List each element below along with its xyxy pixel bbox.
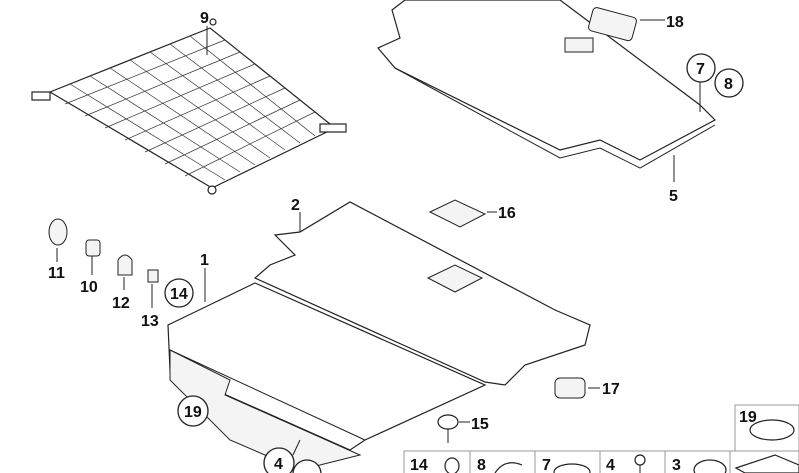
- callout-4: 4: [274, 456, 283, 473]
- callout-circle-8: [714, 68, 744, 98]
- callout-2: 2: [291, 197, 300, 214]
- luggage-cover[interactable]: [377, 0, 716, 169]
- callout-11: 11: [48, 265, 65, 282]
- cargo-net[interactable]: [31, 18, 347, 195]
- handle-16[interactable]: [428, 199, 487, 228]
- callout-circle-4: [263, 447, 295, 473]
- cell-label: 14: [410, 457, 428, 473]
- callout-9: 9: [200, 10, 209, 27]
- callout-14: 14: [170, 286, 188, 303]
- callout-circle-14: [164, 278, 194, 308]
- cell-label: 4: [606, 457, 615, 473]
- handle-17[interactable]: [554, 377, 586, 399]
- clip-12[interactable]: [117, 254, 133, 276]
- callout-10: 10: [80, 279, 98, 296]
- floor-front[interactable]: [167, 282, 487, 471]
- callout-8: 8: [724, 76, 733, 93]
- callout-17: 17: [602, 381, 620, 398]
- cell-19-label: 19: [739, 409, 757, 426]
- parts-strip: 19 14 8 7 4 3: [403, 404, 799, 473]
- callout-13: 13: [141, 313, 159, 330]
- cell-label: 8: [477, 457, 486, 473]
- callout-1: 1: [200, 252, 209, 269]
- callout-circle-19: [177, 395, 209, 427]
- clip-11[interactable]: [48, 218, 68, 246]
- callout-7: 7: [696, 61, 705, 78]
- callout-circle-7: [686, 53, 716, 83]
- clip-10[interactable]: [85, 239, 101, 257]
- callout-15: 15: [471, 416, 489, 433]
- cell-label: 3: [672, 457, 681, 473]
- callout-16: 16: [498, 205, 516, 222]
- cell-label: 7: [542, 457, 551, 473]
- callout-12: 12: [112, 295, 130, 312]
- rivet-15[interactable]: [437, 414, 459, 443]
- callout-19: 19: [184, 404, 202, 421]
- callout-5: 5: [669, 188, 678, 205]
- clip-13[interactable]: [147, 269, 159, 283]
- floor-panel[interactable]: [253, 201, 591, 386]
- callout-18: 18: [666, 14, 684, 31]
- callout-circle-partial: [292, 459, 322, 473]
- grommet-18[interactable]: [588, 7, 638, 42]
